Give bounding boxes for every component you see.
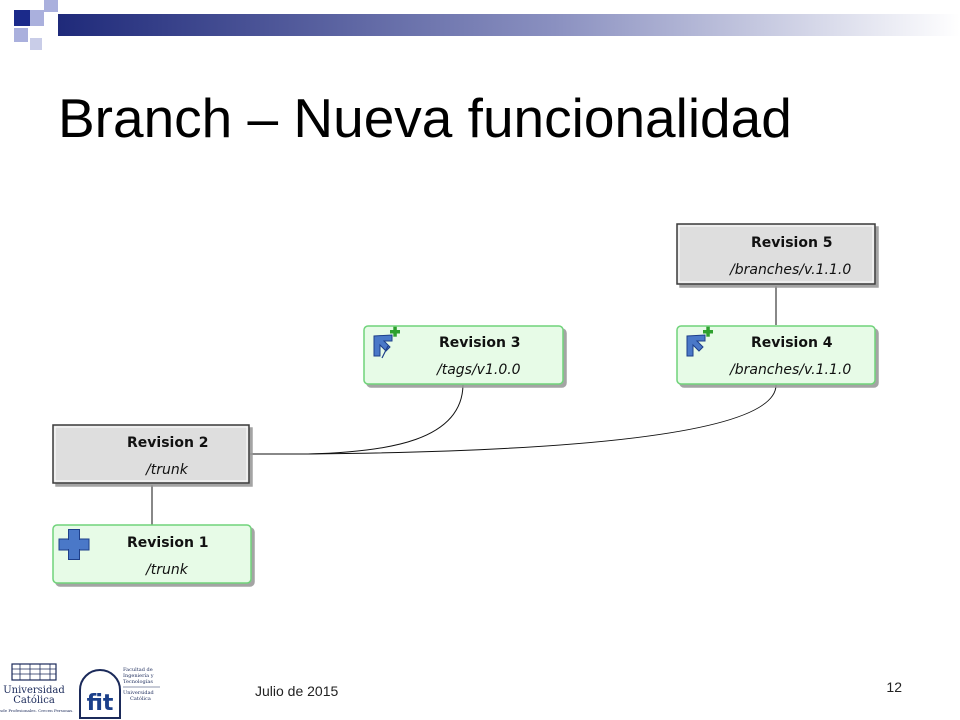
svg-text:Tecnologías: Tecnologías (123, 678, 153, 685)
node-title: Revision 3 (439, 335, 521, 351)
slide-title: Branch – Nueva funcionalidad (58, 87, 792, 149)
header-square-lavender-1 (30, 10, 44, 26)
node-path: /branches/v.1.1.0 (728, 362, 851, 378)
node-revision-5[interactable]: Revision 5 /branches/v.1.1.0 (676, 223, 876, 285)
header-square-lavender-4 (30, 38, 42, 50)
svg-text:Desde Profesionales. Crecen Pe: Desde Profesionales. Crecen Personas. (0, 708, 73, 713)
node-revision-3[interactable]: Revision 3 /tags/v1.0.0 (363, 325, 564, 385)
node-revision-1[interactable]: Revision 1 /trunk (52, 524, 252, 584)
node-title: Revision 1 (127, 535, 209, 551)
edge-rev2-rev3 (250, 384, 464, 455)
node-path: /trunk (144, 462, 189, 478)
header-square-navy (14, 10, 30, 26)
svg-text:Facultad de: Facultad de (123, 667, 153, 673)
fit-faculty-logo: fit Facultad de Ingeniería y Tecnologías… (79, 667, 160, 719)
node-title: Revision 2 (127, 435, 209, 451)
node-path: /tags/v1.0.0 (435, 362, 521, 378)
footer-logos: Universidad Católica Desde Profesionales… (0, 663, 160, 719)
svg-text:Universidad: Universidad (3, 685, 65, 696)
svg-text:fit: fit (87, 691, 114, 716)
node-title: Revision 4 (751, 335, 833, 351)
svg-text:Católica: Católica (13, 695, 55, 706)
node-path: /trunk (144, 562, 189, 578)
header-square-lavender-3 (14, 28, 28, 42)
universidad-catolica-logo: Universidad Católica Desde Profesionales… (0, 663, 73, 713)
node-revision-4[interactable]: Revision 4 /branches/v.1.1.0 (676, 325, 876, 385)
header-gradient-bar (58, 14, 960, 36)
footer-date: Julio de 2015 (255, 683, 339, 699)
node-title: Revision 5 (751, 235, 833, 251)
header-square-lavender-2 (44, 0, 58, 12)
edge-rev2-rev4 (307, 384, 777, 455)
copy-add-icon (373, 326, 400, 359)
node-path: /branches/v.1.1.0 (728, 262, 851, 278)
connectors (151, 286, 777, 525)
copy-add-icon (686, 326, 713, 357)
header-band (14, 0, 960, 50)
node-revision-2[interactable]: Revision 2 /trunk (52, 424, 250, 484)
svg-text:Universidad: Universidad (123, 690, 155, 696)
page-number: 12 (886, 679, 902, 695)
add-icon (58, 529, 90, 560)
svg-text:Ingeniería y: Ingeniería y (123, 672, 154, 679)
svg-text:Católica: Católica (130, 695, 151, 702)
